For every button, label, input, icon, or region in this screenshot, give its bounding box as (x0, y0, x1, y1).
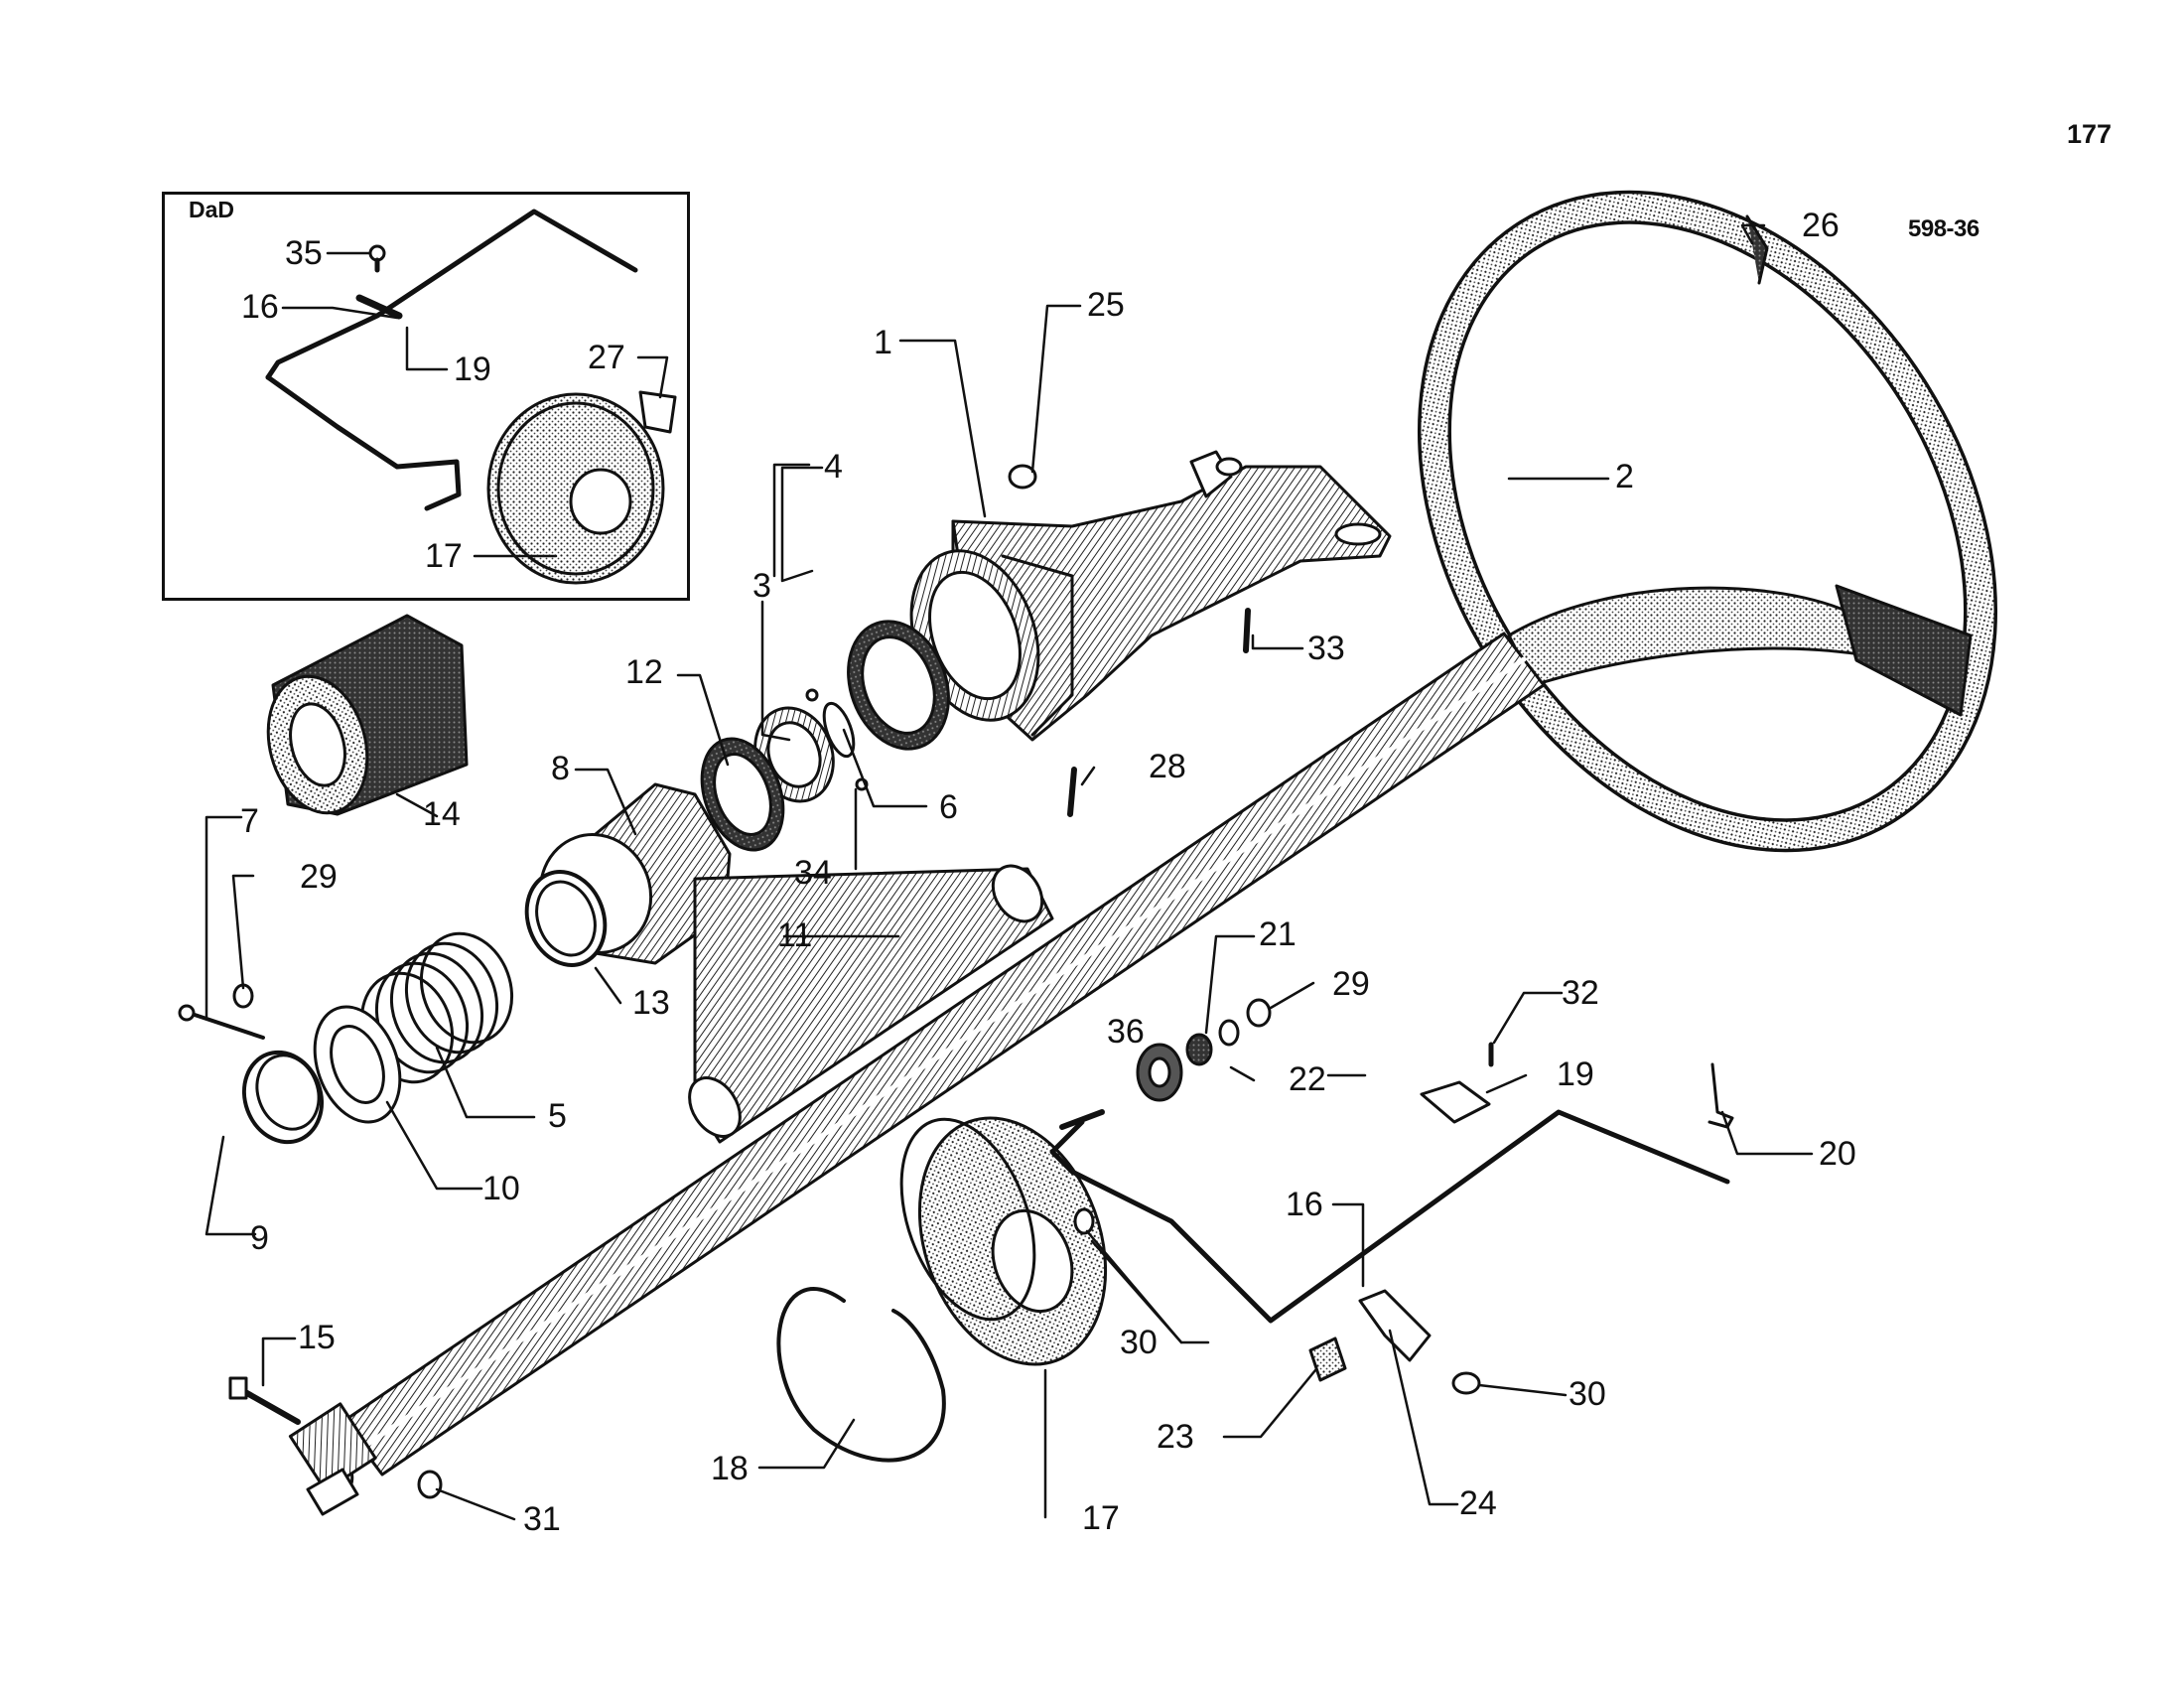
ring-22 (1218, 1019, 1240, 1047)
callout-32: 32 (1562, 974, 1599, 1012)
callout-15: 15 (298, 1319, 336, 1356)
nut-30-cover (1073, 1207, 1095, 1235)
steering-column-tube (288, 632, 1546, 1516)
callout-26: 26 (1802, 207, 1840, 244)
bolt-15 (228, 1376, 301, 1425)
washer (313, 1005, 402, 1124)
callout-28: 28 (1149, 748, 1186, 785)
callout-18: 18 (711, 1450, 749, 1487)
callout-34: 34 (794, 854, 832, 892)
inset-callout-16: 16 (241, 288, 279, 326)
callout-12: 12 (625, 653, 663, 691)
callout-22: 22 (1289, 1060, 1326, 1098)
inset-drawing (265, 209, 677, 585)
control-rod (1049, 1109, 1730, 1324)
ring-13 (524, 870, 608, 967)
callout-24: 24 (1459, 1484, 1497, 1522)
callout-9: 9 (250, 1219, 269, 1257)
callout-30-cover: 30 (1120, 1324, 1158, 1361)
circlip-ring (776, 1287, 946, 1463)
clip-24 (1358, 1289, 1432, 1362)
screw-33 (1243, 608, 1251, 653)
callout-2: 2 (1615, 458, 1634, 495)
figure-reference: 598-36 (1908, 215, 1979, 242)
callout-3: 3 (752, 567, 771, 605)
callout-29-right: 29 (1332, 965, 1370, 1003)
steering-wheel (1417, 190, 1998, 853)
callout-25: 25 (1087, 286, 1125, 324)
callout-10: 10 (482, 1170, 520, 1207)
callout-33: 33 (1307, 630, 1345, 667)
callout-29: 29 (300, 858, 338, 896)
callout-5: 5 (548, 1097, 567, 1135)
bearing-ring (847, 620, 950, 751)
nut-30-right (1451, 1371, 1481, 1395)
rubber-bushing (266, 614, 469, 816)
washer-29-right (1246, 998, 1272, 1028)
bearing-race (700, 737, 785, 852)
callout-23: 23 (1157, 1418, 1194, 1456)
callout-20: 20 (1819, 1135, 1856, 1173)
callout-19: 19 (1557, 1055, 1594, 1093)
inset-title: DaD (189, 197, 235, 222)
callout-31: 31 (523, 1500, 561, 1538)
inset-box (162, 192, 690, 601)
callout-16: 16 (1286, 1186, 1323, 1223)
leader-lines (205, 223, 1814, 1521)
callout-7: 7 (240, 802, 259, 840)
callout-27: 27 (588, 339, 625, 376)
ring-21 (1185, 1033, 1213, 1066)
hose-clamp (178, 1004, 325, 1145)
callout-1: 1 (874, 324, 892, 361)
callout-30: 30 (1569, 1375, 1606, 1413)
inset-callout-19: 19 (454, 351, 491, 388)
callout-4: 4 (824, 448, 843, 486)
screw-28 (1067, 767, 1077, 817)
small-bearing (1136, 1043, 1183, 1102)
callout-13: 13 (632, 984, 670, 1022)
callout-36: 36 (1107, 1013, 1145, 1051)
nut-25 (1008, 464, 1037, 490)
callout-17: 17 (1082, 1499, 1120, 1537)
inset-callout-17: 17 (425, 537, 463, 575)
clip-19 (1420, 1080, 1491, 1124)
callout-11: 11 (777, 916, 813, 954)
callout-14: 14 (423, 795, 461, 833)
callout-6: 6 (939, 788, 958, 826)
callout-21: 21 (1259, 915, 1297, 953)
page-number: 177 (2067, 119, 2113, 149)
callout-8: 8 (551, 750, 570, 787)
callout-35: 35 (285, 234, 323, 272)
pin-20 (1707, 1062, 1734, 1129)
bushing-23 (1308, 1336, 1347, 1382)
nut-31 (417, 1470, 443, 1499)
cover-plate (899, 1116, 1108, 1366)
